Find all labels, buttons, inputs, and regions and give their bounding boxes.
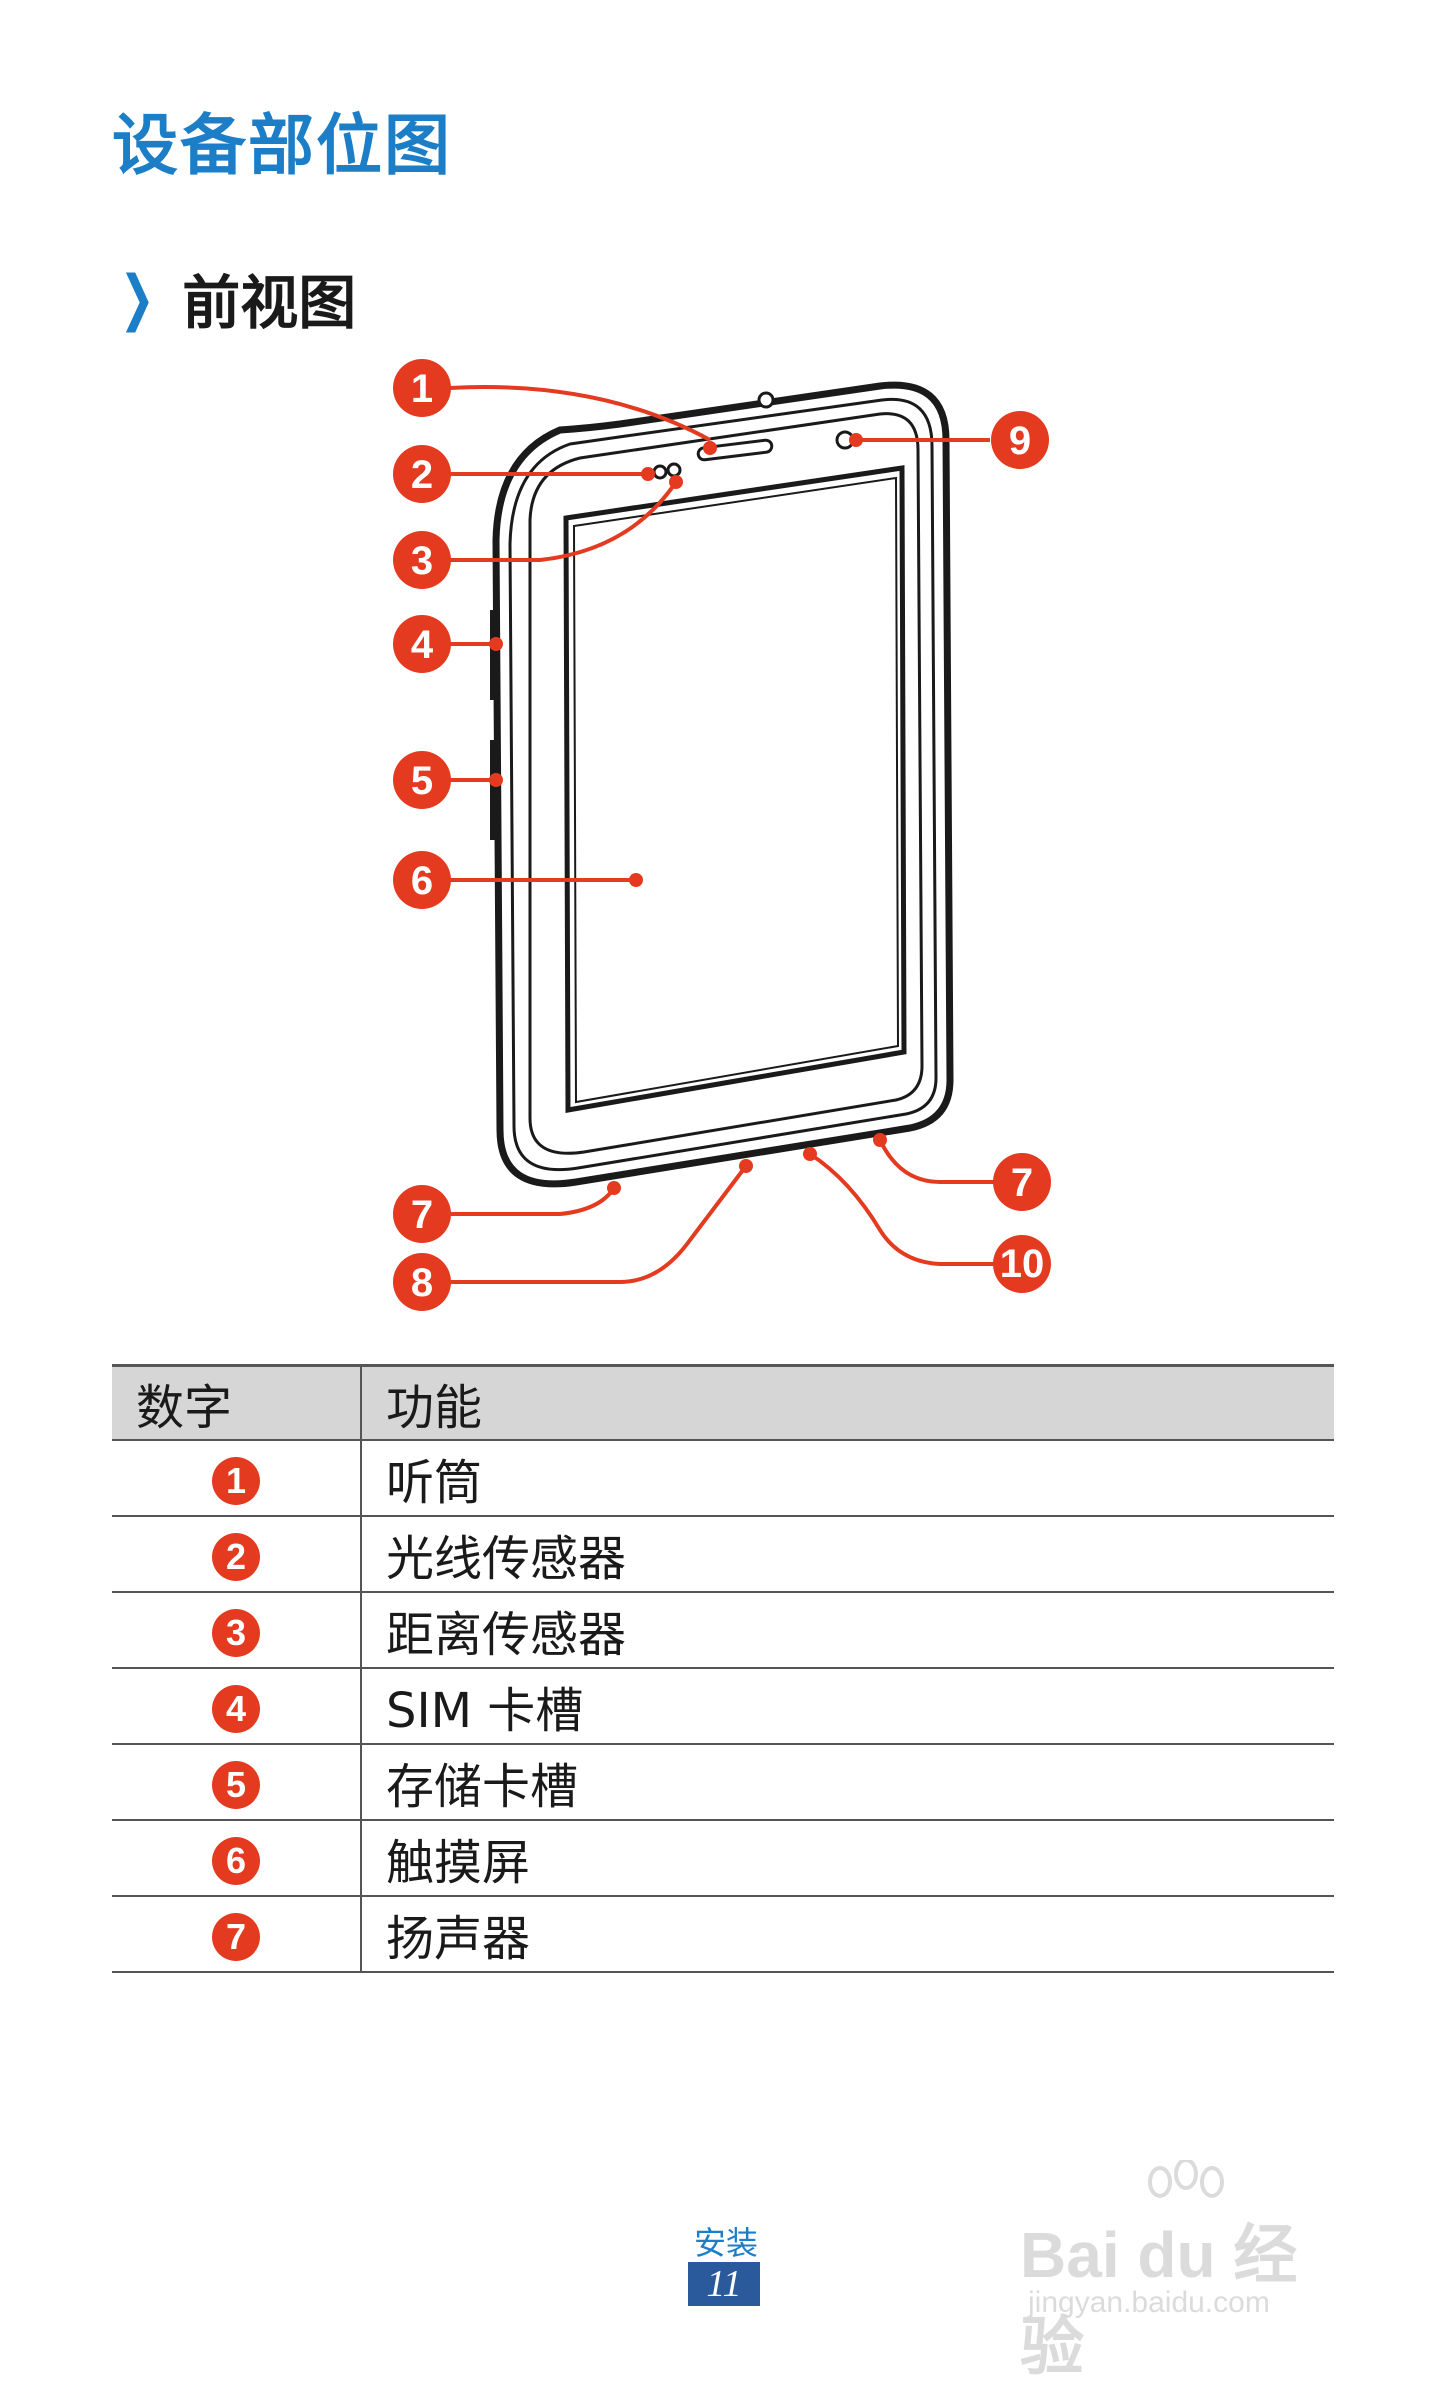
leader-line <box>878 1139 994 1184</box>
leader-line <box>450 480 678 562</box>
function-table: 数字 功能 1 听筒 2 光线传感器 3 距离传感器 4 SIM 卡槽 5 存储… <box>112 1364 1334 1973</box>
function-label: 扬声器 <box>361 1896 1334 1973</box>
table-row: 3 距离传感器 <box>112 1592 1334 1669</box>
callout-badge: 3 <box>393 531 451 589</box>
callout-badge: 7 <box>993 1153 1051 1211</box>
callout-badge: 1 <box>393 359 451 417</box>
callout-badge: 8 <box>393 1253 451 1311</box>
callout-badge: 7 <box>393 1185 451 1243</box>
column-header-number: 数字 <box>112 1364 362 1441</box>
callout-badge: 5 <box>393 751 451 809</box>
page-title: 设备部位图 <box>112 107 452 184</box>
svg-text:5: 5 <box>411 759 433 803</box>
number-badge: 5 <box>212 1761 260 1809</box>
svg-text:9: 9 <box>1009 419 1031 463</box>
svg-text:10: 10 <box>1000 1242 1045 1286</box>
table-header-row: 数字 功能 <box>112 1364 1334 1441</box>
tablet-illustration <box>490 381 954 1188</box>
callout-badge: 2 <box>393 445 451 503</box>
svg-text:6: 6 <box>411 859 433 903</box>
number-badge: 6 <box>212 1837 260 1885</box>
number-badge: 7 <box>212 1913 260 1961</box>
table-row: 7 扬声器 <box>112 1896 1334 1973</box>
device-front-diagram: 1 2 3 4 5 6 7 8 9 7 10 <box>393 359 1051 1311</box>
function-label: 存储卡槽 <box>361 1744 1334 1821</box>
number-badge: 3 <box>212 1609 260 1657</box>
page-number: 11 <box>688 2262 760 2306</box>
leader-line <box>450 1186 616 1216</box>
baidu-watermark-logo: Bai du 经验 jingyan.baidu.com <box>1020 2160 1360 2383</box>
section-title: ❯ 前视图 <box>112 256 357 340</box>
function-label: 距离传感器 <box>361 1592 1334 1669</box>
table-row: 4 SIM 卡槽 <box>112 1668 1334 1745</box>
number-badge: 2 <box>212 1533 260 1581</box>
svg-text:7: 7 <box>411 1193 433 1237</box>
callout-badge: 10 <box>993 1235 1051 1293</box>
table-row: 6 触摸屏 <box>112 1820 1334 1897</box>
section-title-text: 前视图 <box>182 269 357 337</box>
column-header-function: 功能 <box>361 1364 1334 1441</box>
table-row: 5 存储卡槽 <box>112 1744 1334 1821</box>
function-label: 听筒 <box>361 1440 1334 1517</box>
number-badge: 4 <box>212 1685 260 1733</box>
svg-text:7: 7 <box>1011 1161 1033 1205</box>
callout-badge: 4 <box>393 615 451 673</box>
table-row: 2 光线传感器 <box>112 1516 1334 1593</box>
paw-icon <box>1148 2160 1224 2198</box>
svg-text:3: 3 <box>411 539 433 583</box>
svg-text:4: 4 <box>411 623 434 667</box>
svg-text:8: 8 <box>411 1261 433 1305</box>
callout-badge: 6 <box>393 851 451 909</box>
svg-text:2: 2 <box>411 453 433 497</box>
watermark-url-text: jingyan.baidu.com <box>1028 2286 1270 2319</box>
number-badge: 1 <box>212 1457 260 1505</box>
svg-text:1: 1 <box>411 367 433 411</box>
leader-line <box>450 1164 748 1284</box>
chevron-right-icon: ❯ <box>119 263 155 333</box>
leader-line <box>449 385 711 442</box>
function-label: 触摸屏 <box>361 1820 1334 1897</box>
callout-badge: 9 <box>991 411 1049 469</box>
function-label: 光线传感器 <box>361 1516 1334 1593</box>
leader-line <box>808 1152 994 1266</box>
function-label: SIM 卡槽 <box>361 1668 1334 1745</box>
table-row: 1 听筒 <box>112 1440 1334 1517</box>
footer-section-label: 安装 <box>693 2224 758 2262</box>
watermark-main-text: Bai du 经验 <box>1020 2219 1298 2383</box>
